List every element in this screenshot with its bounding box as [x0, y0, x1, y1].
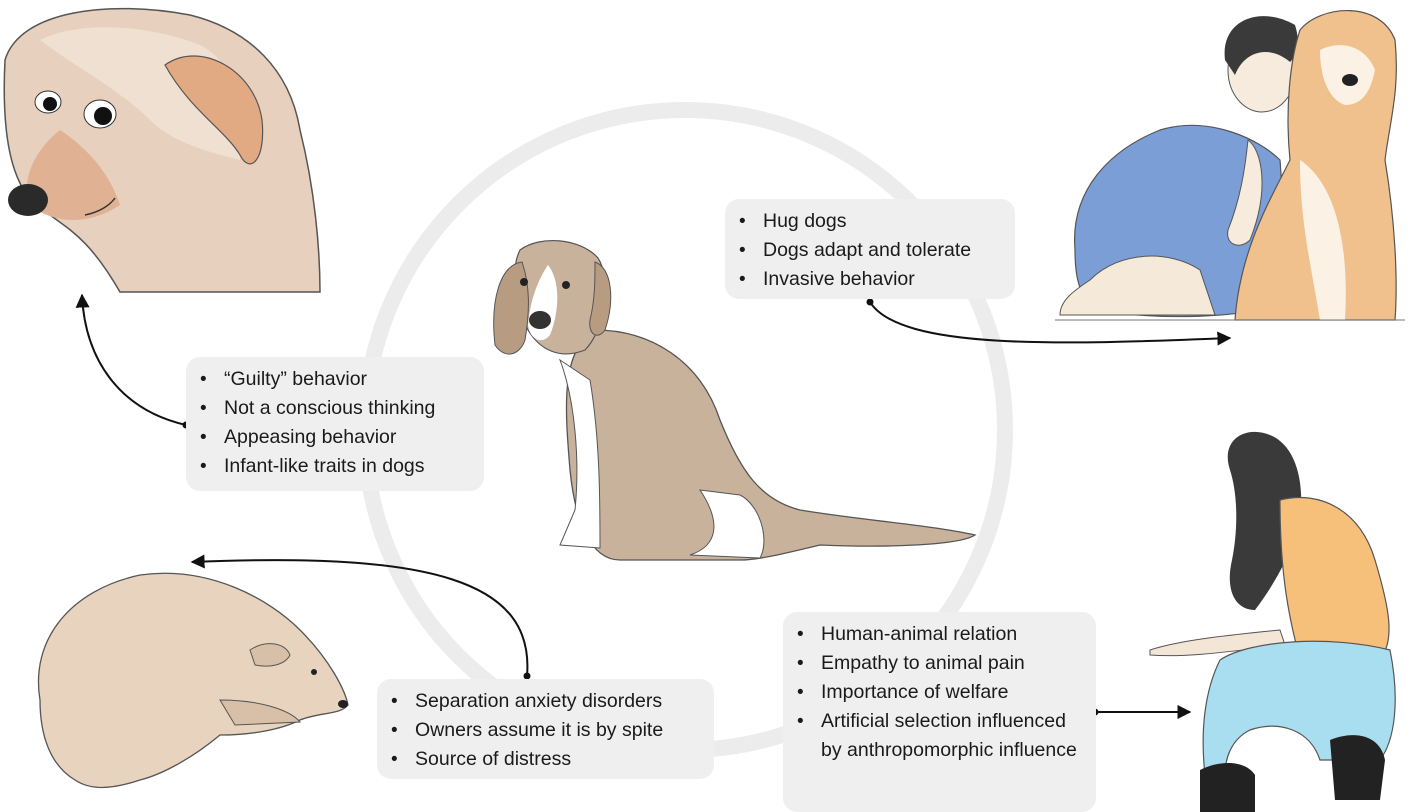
bullet-item: Human-animal relation [793, 620, 1082, 649]
bullet-item: Hug dogs [735, 207, 1001, 236]
crouching-woman-illustration [1150, 432, 1395, 812]
hug-dogs-box: Hug dogs Dogs adapt and tolerate Invasiv… [725, 199, 1015, 299]
bullet-item: Importance of welfare [793, 678, 1082, 707]
bullet-item: Invasive behavior [735, 265, 1001, 294]
bullet-item: Source of distress [387, 745, 700, 774]
bullet-item: Infant-like traits in dogs [196, 452, 470, 481]
bullet-item: Empathy to animal pain [793, 649, 1082, 678]
anxious-dog-illustration [38, 573, 348, 787]
bullet-item: Separation anxiety disorders [387, 687, 700, 716]
separation-anxiety-box: Separation anxiety disorders Owners assu… [377, 679, 714, 779]
guilty-behavior-box: “Guilty” behavior Not a conscious thinki… [186, 357, 484, 491]
guilty-arrow [82, 295, 186, 425]
bullet-item: “Guilty” behavior [196, 365, 470, 394]
bullet-item: Not a conscious thinking [196, 394, 470, 423]
bullet-item: Dogs adapt and tolerate [735, 236, 1001, 265]
bullet-item: Owners assume it is by spite [387, 716, 700, 745]
bullet-item: Appeasing behavior [196, 423, 470, 452]
bullet-item: Artificial selection influenced by anthr… [793, 707, 1082, 765]
child-hugging-dog-illustration [1055, 11, 1405, 320]
hug-arrow-dot [867, 299, 874, 306]
guilty-dog-illustration [4, 9, 320, 292]
human-animal-relation-box: Human-animal relation Empathy to animal … [783, 612, 1096, 812]
